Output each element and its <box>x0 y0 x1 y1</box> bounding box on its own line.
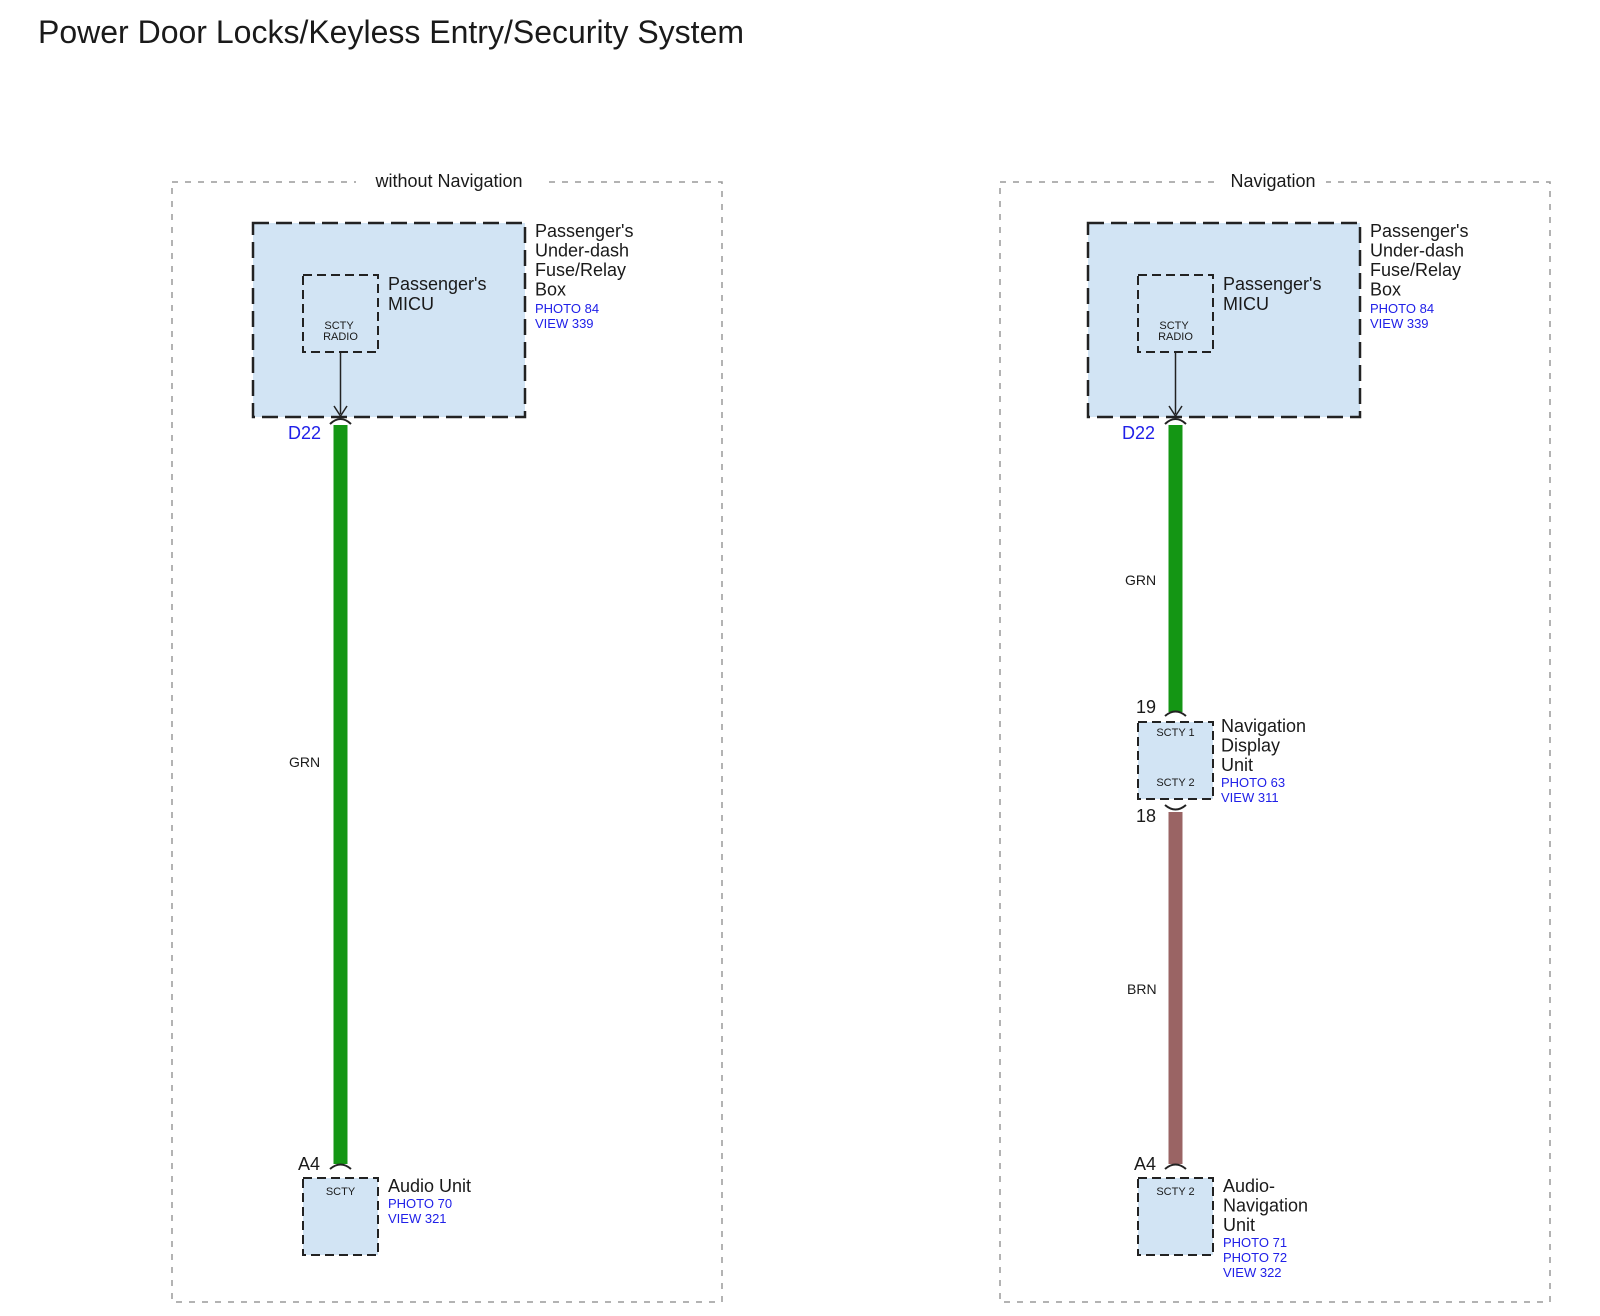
micu-terminal: SCTY RADIO <box>1158 320 1193 343</box>
wire-label-brn: BRN <box>1127 981 1157 997</box>
view-link[interactable]: VIEW 321 <box>388 1211 447 1226</box>
photo-link[interactable]: PHOTO 63 <box>1221 775 1285 790</box>
wire-label-grn: GRN <box>289 754 320 770</box>
connector-a4 <box>1164 1163 1187 1170</box>
view-link[interactable]: VIEW 322 <box>1223 1265 1282 1280</box>
fuse-relay-box <box>251 221 527 419</box>
view-link[interactable]: VIEW 339 <box>1370 316 1429 331</box>
audio-navigation-unit-box <box>1137 1177 1214 1256</box>
audio-unit-name: Audio Unit <box>388 1176 471 1196</box>
section-without-navigation: without Navigation Passenger's Under-das… <box>171 170 723 1303</box>
section-label-bg <box>1220 170 1326 194</box>
connector-19 <box>1164 710 1187 717</box>
connector-d22 <box>329 418 352 425</box>
audio-navigation-unit-name: Audio- Navigation Unit <box>1223 1176 1313 1235</box>
photo-link[interactable]: PHOTO 84 <box>1370 301 1434 316</box>
fuse-relay-box-refs: PHOTO 84 VIEW 339 <box>535 301 603 331</box>
photo-link[interactable]: PHOTO 72 <box>1223 1250 1287 1265</box>
micu-name: Passenger's MICU <box>388 274 492 314</box>
audio-navigation-unit-refs: PHOTO 71 PHOTO 72 VIEW 322 <box>1223 1235 1291 1280</box>
view-link[interactable]: VIEW 339 <box>535 316 594 331</box>
connector-18 <box>1164 804 1187 811</box>
terminal-scty-2: SCTY 2 <box>1156 777 1194 789</box>
section-label: Navigation <box>1230 171 1315 191</box>
fuse-relay-box <box>1086 221 1362 419</box>
fuse-relay-box-name: Passenger's Under-dash Fuse/Relay Box <box>1370 221 1474 300</box>
connector-d22 <box>1164 418 1187 425</box>
micu-name: Passenger's MICU <box>1223 274 1327 314</box>
navigation-display-unit-name: Navigation Display Unit <box>1221 716 1311 775</box>
pin-d22: D22 <box>1122 423 1155 443</box>
audio-unit-box <box>302 1177 379 1256</box>
section-navigation: Navigation Passenger's Under-dash Fuse/R… <box>999 170 1551 1303</box>
fuse-relay-box-name: Passenger's Under-dash Fuse/Relay Box <box>535 221 639 300</box>
photo-link[interactable]: PHOTO 70 <box>388 1196 452 1211</box>
section-label-bg <box>356 170 542 194</box>
photo-link[interactable]: PHOTO 71 <box>1223 1235 1287 1250</box>
view-link[interactable]: VIEW 311 <box>1221 790 1279 805</box>
wire-label-grn: GRN <box>1125 572 1156 588</box>
audio-navigation-unit-terminal: SCTY 2 <box>1156 1186 1194 1198</box>
pin-a4: A4 <box>298 1154 320 1174</box>
audio-unit-terminal: SCTY <box>326 1186 356 1198</box>
pin-18: 18 <box>1136 806 1156 826</box>
arrow-head-icon <box>1168 405 1183 418</box>
audio-unit-refs: PHOTO 70 VIEW 321 <box>388 1196 456 1226</box>
connector-a4 <box>329 1163 352 1170</box>
photo-link[interactable]: PHOTO 84 <box>535 301 599 316</box>
navigation-display-unit-box <box>1137 721 1214 800</box>
micu-box <box>1137 274 1214 353</box>
pin-d22: D22 <box>288 423 321 443</box>
section-label: without Navigation <box>374 171 522 191</box>
pin-19: 19 <box>1136 697 1156 717</box>
navigation-display-unit-refs: PHOTO 63 VIEW 311 <box>1221 775 1289 805</box>
fuse-relay-box-refs: PHOTO 84 VIEW 339 <box>1370 301 1438 331</box>
arrow-head-icon <box>333 405 348 418</box>
terminal-scty-1: SCTY 1 <box>1156 727 1194 739</box>
page-title: Power Door Locks/Keyless Entry/Security … <box>38 14 745 50</box>
micu-terminal: SCTY RADIO <box>323 320 358 343</box>
pin-a4: A4 <box>1134 1154 1156 1174</box>
